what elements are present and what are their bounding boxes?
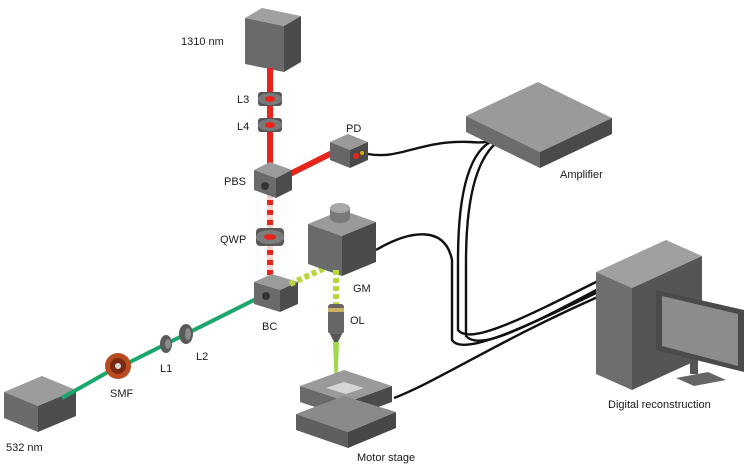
label-amplifier: Amplifier <box>560 169 603 181</box>
beam-combiner-bc <box>254 274 298 312</box>
label-motor-stage: Motor stage <box>357 452 415 464</box>
signal-cables <box>367 134 605 400</box>
stage-to-computer-cable <box>393 294 601 400</box>
laser-1310nm <box>245 8 301 72</box>
label-532nm: 532 nm <box>6 442 43 454</box>
quarter-wave-plate-qwp <box>256 228 284 246</box>
photodetector-pd <box>330 134 368 168</box>
labels: 1310 nm L3 L4 PD PBS QWP BC GM OL L1 L2 … <box>6 36 711 464</box>
label-pbs: PBS <box>224 176 246 188</box>
laser-532nm <box>4 376 76 432</box>
lens-l4 <box>258 118 282 132</box>
label-smf: SMF <box>110 388 134 400</box>
motor-stage <box>296 370 396 448</box>
label-l3: L3 <box>237 94 249 106</box>
label-ol: OL <box>350 315 365 327</box>
galvo-mirror-gm <box>308 203 376 276</box>
label-pd: PD <box>346 123 361 135</box>
label-bc: BC <box>262 321 277 333</box>
label-gm: GM <box>353 283 371 295</box>
label-1310nm: 1310 nm <box>181 36 224 48</box>
lens-l2 <box>179 324 193 344</box>
label-l1: L1 <box>160 363 172 375</box>
pbs-cube <box>254 162 292 198</box>
lens-l3 <box>258 92 282 106</box>
label-digital-reconstruction: Digital reconstruction <box>608 399 711 411</box>
lens-l1 <box>160 335 172 353</box>
label-l4: L4 <box>237 121 249 133</box>
gm-to-computer-cable <box>375 233 599 346</box>
label-qwp: QWP <box>220 234 246 246</box>
objective-lens-ol <box>328 304 344 342</box>
amplifier-to-computer-cable-1 <box>456 138 601 336</box>
label-l2: L2 <box>196 351 208 363</box>
green-beam-path <box>61 294 263 400</box>
single-mode-fiber-smf <box>105 353 131 379</box>
amplifier-box <box>466 82 612 168</box>
computer-monitor <box>656 290 744 386</box>
